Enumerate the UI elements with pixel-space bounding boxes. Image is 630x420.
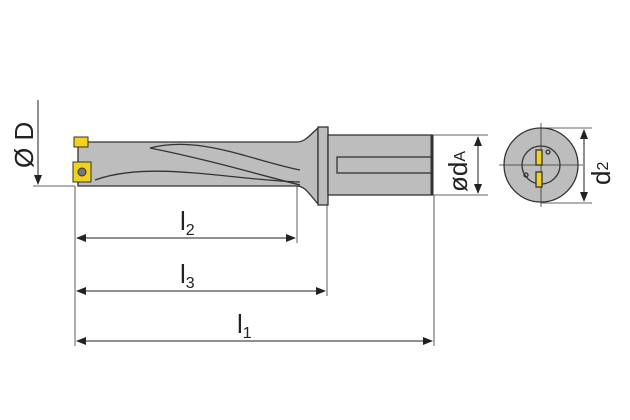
- insert-top: [73, 136, 89, 148]
- label-d2: d2: [586, 162, 616, 185]
- label-l2: l2: [180, 206, 195, 239]
- label-l1: l1: [237, 309, 252, 342]
- insert-bottom: [72, 161, 92, 183]
- drill-body: [77, 126, 319, 206]
- label-l3: l3: [180, 259, 195, 292]
- label-dA: ødA: [443, 151, 473, 192]
- flange: [317, 126, 329, 206]
- end-view: [499, 123, 583, 207]
- label-D: Ø D: [9, 122, 39, 168]
- dimension-lines: [34, 100, 588, 345]
- extension-lines: [33, 127, 592, 346]
- shank: [327, 134, 434, 196]
